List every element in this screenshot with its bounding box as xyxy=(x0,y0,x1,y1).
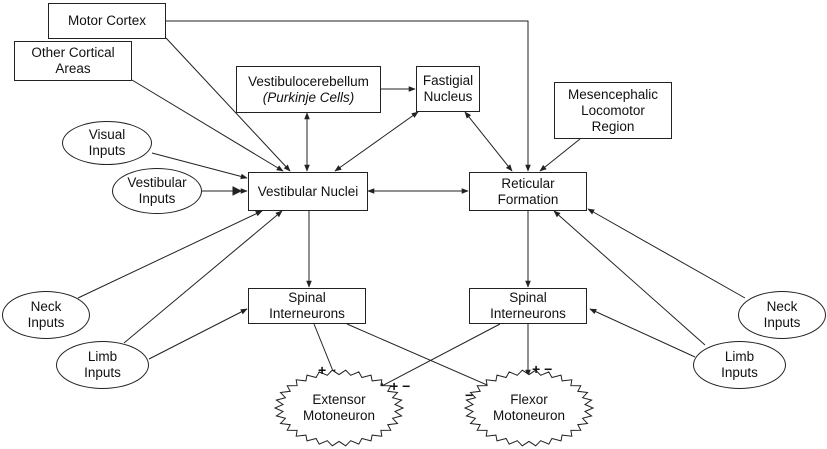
motor-cortex-box: Motor Cortex xyxy=(48,3,166,39)
edge-other-cortical-to-vestibular-nuclei xyxy=(131,79,284,172)
spinal-interneurons-left-box: Spinal Interneurons xyxy=(248,288,366,324)
extensor-signs-right: + − xyxy=(390,378,411,394)
limb-inputs-right-label-1: Limb xyxy=(724,349,755,364)
neck-inputs-left-label-2: Inputs xyxy=(27,315,65,330)
limb-inputs-left-label-1: Limb xyxy=(87,349,118,364)
visual-inputs-label-2: Inputs xyxy=(88,143,126,158)
edge-mesencephalic-to-reticular xyxy=(539,138,581,172)
flexor-motoneuron-starburst xyxy=(463,369,595,447)
limb-inputs-left-oval: Limb Inputs xyxy=(56,341,149,389)
neck-inputs-left-label-1: Neck xyxy=(30,299,62,314)
edge-visual-to-vestibular-nuclei xyxy=(151,152,248,180)
reticular-formation-label-2: Formation xyxy=(497,191,559,207)
edge-spinal-right-to-extensor xyxy=(377,323,501,389)
limb-inputs-right-oval: Limb Inputs xyxy=(693,341,786,389)
flexor-signs-right: + − xyxy=(532,361,553,377)
flexor-motoneuron-label-2: Motoneuron xyxy=(492,408,566,423)
vestibular-nuclei-box: Vestibular Nuclei xyxy=(248,172,368,211)
edge-neck-right-to-reticular xyxy=(587,208,746,299)
vestibular-inputs-label-1: Vestibular xyxy=(127,175,187,190)
other-cortical-label-2: Areas xyxy=(55,61,91,76)
other-cortical-label-1: Other Cortical xyxy=(31,45,115,60)
neck-inputs-right-label-2: Inputs xyxy=(763,315,801,330)
fastigial-nucleus-box: Fastigial Nucleus xyxy=(416,66,480,112)
vestibulocerebellum-label: Vestibulocerebellum xyxy=(248,73,369,89)
spinal-interneurons-left-label-1: Spinal xyxy=(288,290,326,305)
reticular-formation-box: Reticular Formation xyxy=(469,172,587,211)
spinal-interneurons-right-label-2: Interneurons xyxy=(490,306,566,321)
mesencephalic-locomotor-region-box: Mesencephalic Locomotor Region xyxy=(554,82,672,139)
edge-limb-right-to-spinal-right xyxy=(589,308,696,358)
neck-inputs-right-label-1: Neck xyxy=(766,299,798,314)
spinal-interneurons-right-box: Spinal Interneurons xyxy=(469,288,587,324)
other-cortical-areas-box: Other Cortical Areas xyxy=(14,41,132,81)
mesencephalic-label-1: Mesencephalic xyxy=(567,86,659,102)
edge-limb-left-to-spinal-left xyxy=(148,308,248,360)
extensor-motoneuron-label-2: Motoneuron xyxy=(302,408,376,423)
edge-spinal-left-to-flexor xyxy=(346,323,495,389)
flexor-motoneuron-label-box: Flexor Motoneuron xyxy=(468,380,590,436)
edge-motor-cortex-to-reticular xyxy=(166,20,531,172)
edge-fastigial-reticular xyxy=(464,111,513,172)
edge-limb-right-to-reticular xyxy=(553,210,706,346)
edge-spinal-left-to-extensor xyxy=(313,323,336,377)
visual-inputs-label-1: Visual xyxy=(88,127,126,142)
limb-inputs-left-label-2: Inputs xyxy=(84,365,121,380)
edge-neck-left-to-vestibular-nuclei xyxy=(77,210,263,299)
fastigial-label-1: Fastigial xyxy=(422,73,474,88)
visual-inputs-oval: Visual Inputs xyxy=(62,121,152,165)
flexor-motoneuron-label-1: Flexor xyxy=(510,392,548,407)
neck-inputs-left-oval: Neck Inputs xyxy=(2,291,90,339)
motor-cortex-label: Motor Cortex xyxy=(67,13,147,28)
edge-fastigial-vestibular-nuclei xyxy=(334,111,419,172)
vestibular-nuclei-label: Vestibular Nuclei xyxy=(257,183,359,199)
spinal-interneurons-left-label-2: Interneurons xyxy=(269,306,345,321)
vestibular-inputs-label-2: Inputs xyxy=(138,191,176,206)
mesencephalic-label-3: Region xyxy=(591,118,635,134)
fastigial-label-2: Nucleus xyxy=(423,89,473,104)
extensor-motoneuron-starburst xyxy=(273,369,405,447)
reticular-formation-label-1: Reticular xyxy=(501,175,555,191)
extensor-excitatory-sign-left: + xyxy=(318,362,327,378)
vestibular-inputs-oval: Vestibular Inputs xyxy=(112,168,202,214)
extensor-motoneuron-label-1: Extensor xyxy=(312,392,366,407)
mesencephalic-label-2: Locomotor xyxy=(581,102,645,118)
edge-motor-cortex-to-vestibular-nuclei xyxy=(165,37,291,172)
neck-inputs-right-oval: Neck Inputs xyxy=(738,291,826,339)
spinal-interneurons-right-label-1: Spinal xyxy=(509,290,547,305)
purkinje-cells-label: (Purkinje Cells) xyxy=(262,89,355,105)
extensor-motoneuron-label-box: Extensor Motoneuron xyxy=(278,380,400,436)
vestibulocerebellum-box: Vestibulocerebellum (Purkinje Cells) xyxy=(236,66,381,113)
edge-limb-left-to-vestibular-nuclei xyxy=(123,210,283,344)
limb-inputs-right-label-2: Inputs xyxy=(721,365,758,380)
flexor-inhibitory-sign-left: − xyxy=(465,387,474,403)
